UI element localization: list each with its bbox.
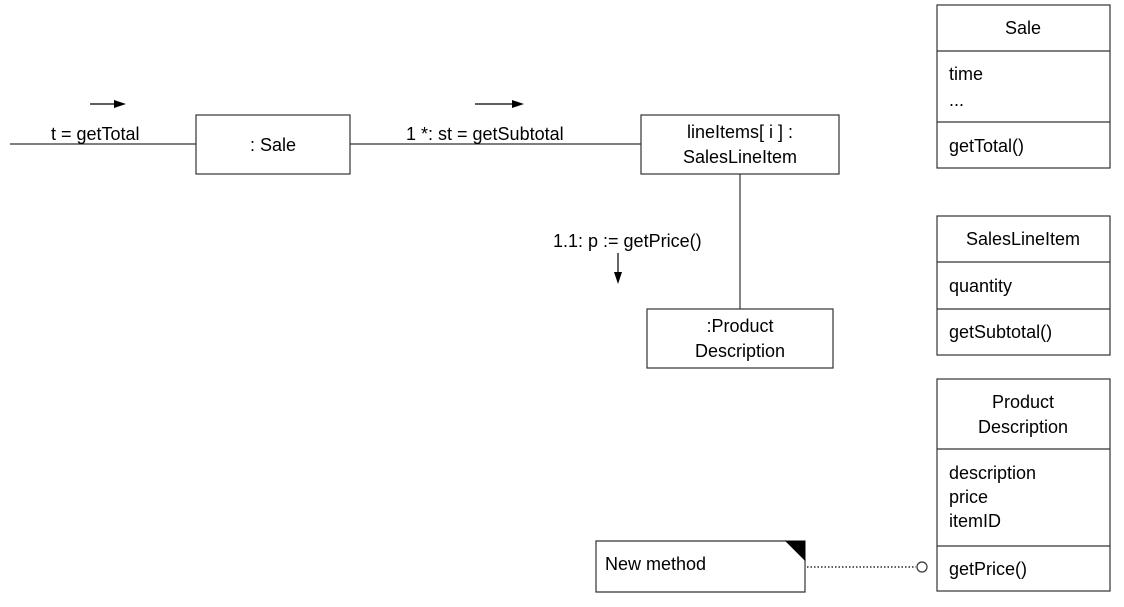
entry-message-label: t = getTotal [51, 124, 140, 144]
note-box [595, 540, 806, 593]
sale-instance-box [195, 114, 351, 175]
productdescription-attribute-price: price [949, 487, 988, 507]
saleslineitem-class-box [936, 215, 1111, 356]
productdescription-class-name-line2: Description [978, 417, 1068, 437]
productdescription-class-box [936, 378, 1111, 592]
sale-operation-gettotal: getTotal() [949, 136, 1024, 156]
note-text: New method [605, 554, 706, 574]
sale-instance-label: : Sale [250, 135, 296, 155]
price-message-label: 1.1: p := getPrice() [553, 231, 702, 251]
saleslineitem-operation-getsubtotal: getSubtotal() [949, 322, 1052, 342]
sale-class-box [936, 4, 1111, 169]
subtotal-message-arrow [475, 100, 524, 108]
sale-attribute-time: time [949, 64, 983, 84]
saleslineitem-attribute-quantity: quantity [949, 276, 1012, 296]
product-instance-label-line2: Description [695, 341, 785, 361]
subtotal-message-label: 1 *: st = getSubtotal [406, 124, 564, 144]
saleslineitem-class-name: SalesLineItem [966, 229, 1080, 249]
lineitem-instance-box [640, 114, 840, 175]
lineitem-instance-label-line2: SalesLineItem [683, 147, 797, 167]
productdescription-class-name-line1: Product [992, 392, 1054, 412]
productdescription-operation-getprice: getPrice() [949, 559, 1027, 579]
lineitem-instance-label-line1: lineItems[ i ] : [687, 122, 793, 142]
note-anchor-circle [916, 561, 928, 573]
product-instance-label-line1: :Product [706, 316, 773, 336]
entry-message-arrow [90, 100, 126, 108]
sale-attribute-ellipsis: ... [949, 90, 964, 110]
note-corner [784, 540, 806, 562]
productdescription-attribute-description: description [949, 463, 1036, 483]
price-message-arrow [614, 253, 622, 284]
sale-class-name: Sale [1005, 18, 1041, 38]
productdescription-attribute-itemid: itemID [949, 511, 1001, 531]
product-instance-box [646, 308, 834, 369]
